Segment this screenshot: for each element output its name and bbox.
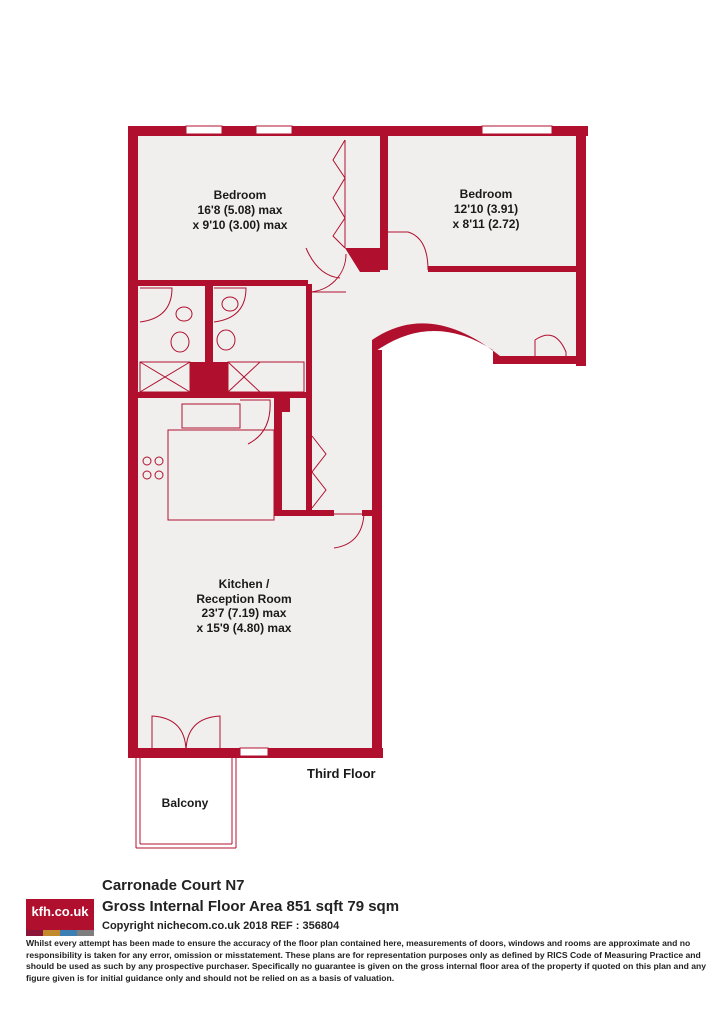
logo-bar-1 — [26, 930, 43, 936]
bedroom1-dim1: 16'8 (5.08) max — [198, 203, 283, 217]
kitchen-fixtures — [142, 403, 275, 521]
bedroom2-name: Bedroom — [460, 187, 513, 201]
floor-label: Third Floor — [307, 766, 376, 781]
floor-plan: Bedroom 16'8 (5.08) max x 9'10 (3.00) ma… — [128, 125, 588, 875]
courtyard-void — [378, 330, 586, 875]
cupboard-doors — [311, 435, 327, 509]
logo-bar-4 — [77, 930, 94, 936]
copyright-ref: Copyright nichecom.co.uk 2018 REF : 3568… — [102, 920, 340, 932]
kfh-logo: kfh.co.uk — [26, 899, 94, 936]
kitchen-name2: Reception Room — [196, 592, 291, 606]
kitchen-dim1: 23'7 (7.19) max — [202, 606, 287, 620]
bedroom2-dim2: x 8'11 (2.72) — [453, 217, 520, 231]
disclaimer: Whilst every attempt has been made to en… — [26, 938, 707, 983]
kitchen-name1: Kitchen / — [219, 577, 270, 591]
gross-internal-area: Gross Internal Floor Area 851 sqft 79 sq… — [102, 898, 400, 915]
windows — [185, 125, 553, 757]
logo-text: kfh.co.uk — [31, 904, 89, 919]
bedroom1-name: Bedroom — [214, 188, 267, 202]
bedroom1-dim2: x 9'10 (3.00) max — [193, 218, 288, 232]
bedroom2-dim1: 12'10 (3.91) — [454, 202, 518, 216]
kitchen-dim2: x 15'9 (4.80) max — [197, 621, 292, 635]
balcony-outline — [135, 756, 237, 849]
balcony-name: Balcony — [162, 796, 209, 810]
logo-color-bars — [26, 930, 94, 936]
bathroom-fixtures — [139, 296, 305, 393]
logo-bar-2 — [43, 930, 60, 936]
doors — [139, 231, 567, 753]
internal-walls — [138, 136, 578, 516]
logo-bar-3 — [60, 930, 77, 936]
wardrobe-doors — [332, 139, 346, 249]
property-name: Carronade Court N7 — [102, 877, 245, 894]
